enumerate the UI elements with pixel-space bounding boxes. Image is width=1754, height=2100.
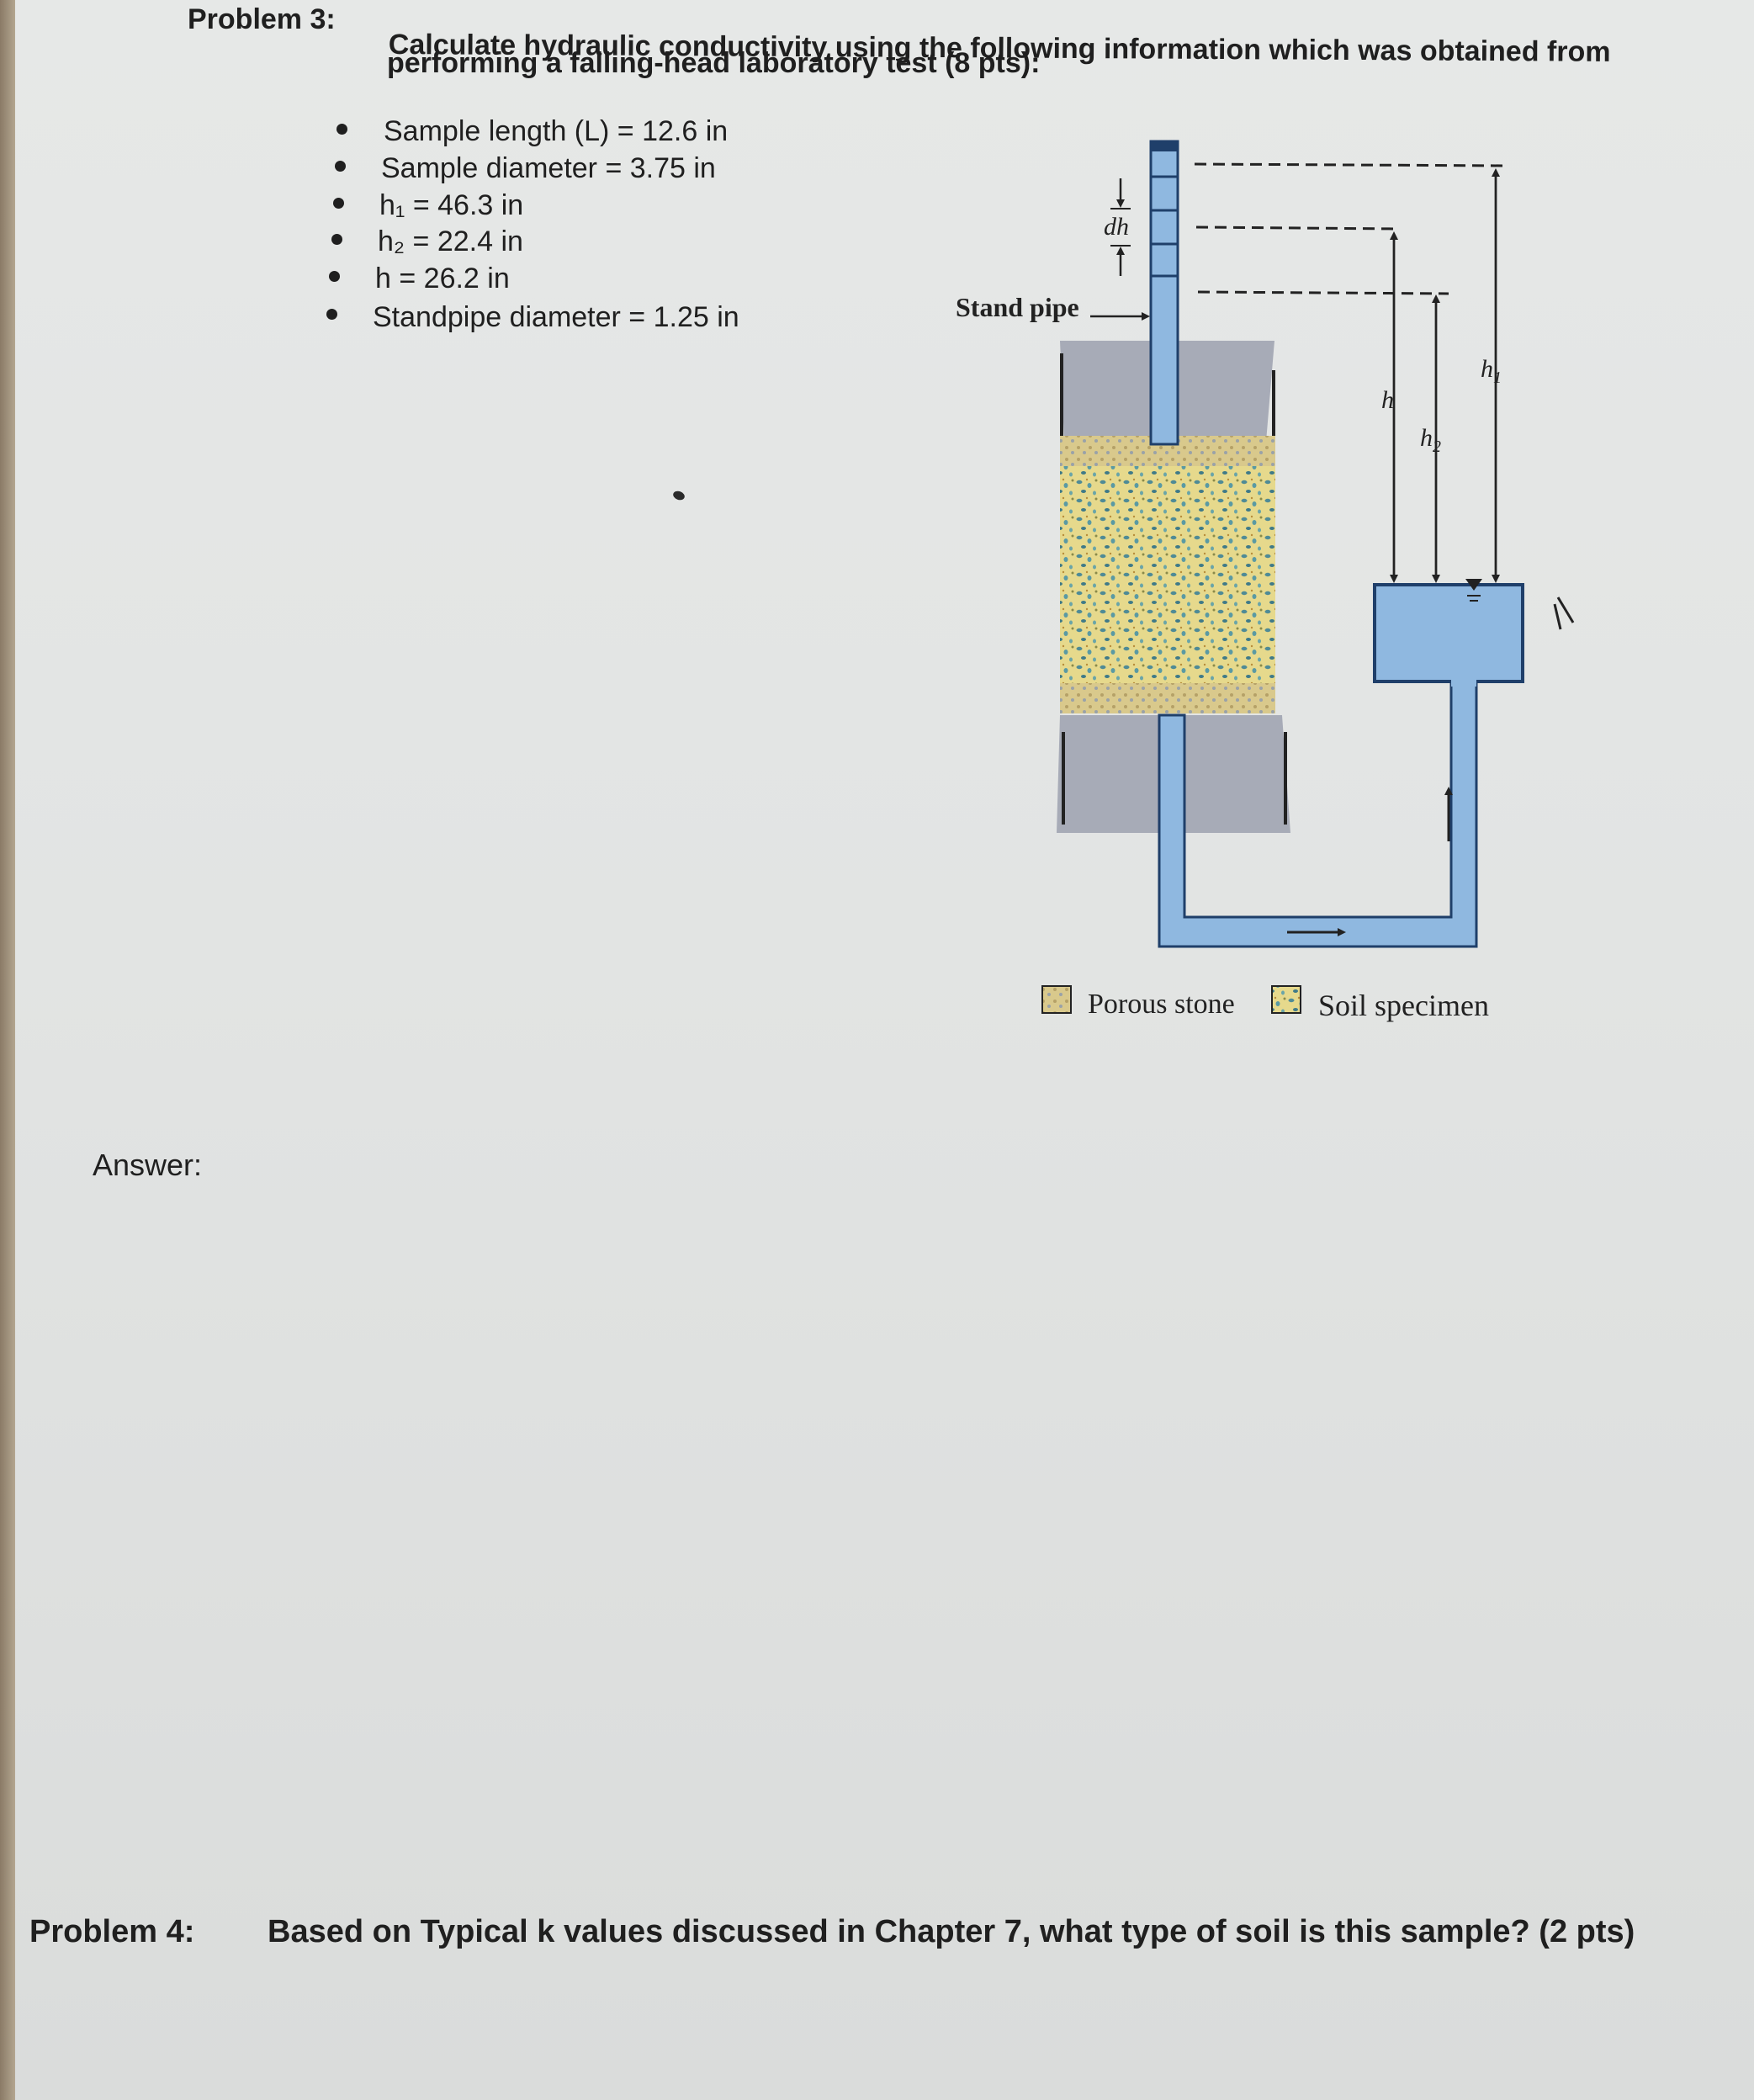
h1-label: h xyxy=(1481,355,1493,383)
bullet-icon xyxy=(326,309,337,320)
soil-specimen xyxy=(1060,466,1275,683)
bullet-icon xyxy=(329,271,340,282)
svg-text:h2: h2 xyxy=(1420,424,1441,456)
stand-pipe xyxy=(1149,140,1179,446)
legend-soil-specimen: Soil specimen xyxy=(1318,989,1489,1022)
bullet-icon xyxy=(333,198,344,209)
dh-label: dh xyxy=(1104,213,1129,241)
h-label: h xyxy=(1381,386,1394,414)
list-item: Sample diameter = 3.75 in xyxy=(381,152,716,184)
h2-subscript: 2 xyxy=(1433,438,1441,456)
list-item: Sample length (L) = 12.6 in xyxy=(384,115,729,147)
problem4-label: Problem 4: xyxy=(29,1914,195,1949)
legend-porous-stone: Porous stone xyxy=(1088,989,1235,1020)
problem3-label: Problem 3: xyxy=(188,3,336,35)
falling-head-diagram: dh Stand pipe h h2 h1 Porous stone Soil … xyxy=(956,140,1575,1022)
answer-label: Answer: xyxy=(93,1148,203,1182)
list-item: h = 26.2 in xyxy=(375,262,510,294)
page-edge-shadow xyxy=(0,0,15,2100)
h1-subscript: 1 xyxy=(1493,369,1502,387)
list-item: h₁ = 46.3 in xyxy=(379,189,524,221)
problem3-question-line2: performing a falling-head laboratory tes… xyxy=(387,47,1041,79)
paper-sheet xyxy=(15,0,1754,2100)
outlet-reservoir xyxy=(1373,583,1524,683)
stand-pipe-label: Stand pipe xyxy=(956,292,1079,322)
h2-label: h xyxy=(1420,424,1433,452)
svg-text:h1: h1 xyxy=(1481,355,1502,387)
bullet-icon xyxy=(336,124,347,135)
soil-specimen-swatch xyxy=(1271,985,1301,1014)
porous-stone-swatch xyxy=(1041,985,1072,1014)
bullet-icon xyxy=(331,234,342,245)
list-item: h₂ = 22.4 in xyxy=(378,225,523,257)
bullet-icon xyxy=(335,161,346,172)
list-item: Standpipe diameter = 1.25 in xyxy=(373,301,739,333)
porous-stone-bottom xyxy=(1060,683,1275,713)
problem4-question: Based on Typical k values discussed in C… xyxy=(268,1914,1635,1949)
